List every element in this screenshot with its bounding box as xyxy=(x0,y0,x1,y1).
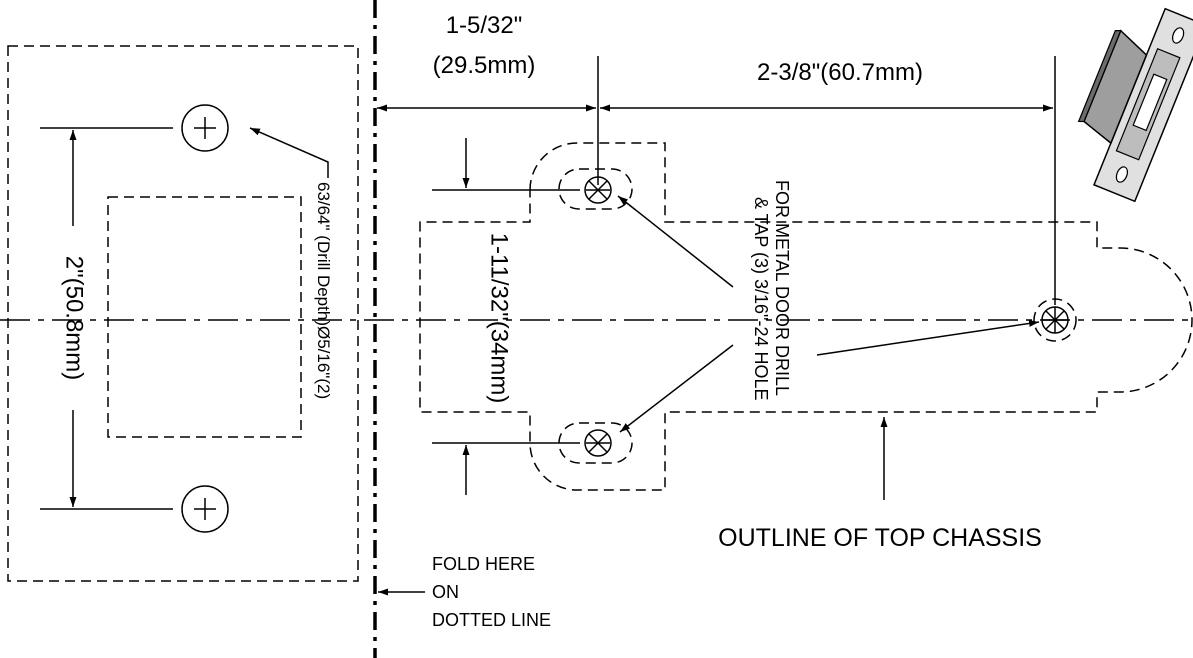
drill-depth-leader xyxy=(249,127,329,178)
hole-spacing-dimension: 1-11/32"(34mm) xyxy=(486,233,513,404)
backset-dimension-lower: (29.5mm) xyxy=(433,52,536,79)
latch-illustration xyxy=(1077,7,1193,203)
latch-slot-top xyxy=(558,168,633,210)
drill-depth-note: 63/64" (Drill Depth)Ø5/16"(2) xyxy=(314,182,333,399)
metal-door-note-line2: & TAP (3) 3/16"-24 HOLE xyxy=(751,197,771,400)
latch-slot-bottom xyxy=(558,422,633,464)
strike-inner-box xyxy=(107,196,302,438)
chassis-drill-hole xyxy=(1033,298,1077,342)
strike-outline xyxy=(7,45,359,582)
metal-door-leader-bottom xyxy=(619,344,734,433)
backset-dimension-upper: 1-5/32" xyxy=(446,12,523,39)
outline-of-top-chassis-label: OUTLINE OF TOP CHASSIS xyxy=(718,524,1042,552)
fold-note-line1: FOLD HERE xyxy=(432,554,535,574)
chassis-length-dimension: 2-3/8"(60.7mm) xyxy=(757,59,923,86)
metal-door-leader-top xyxy=(617,195,734,288)
latch-plate-outline xyxy=(419,142,1193,491)
metal-door-note-line1: FOR METAL DOOR DRILL xyxy=(772,180,792,396)
strike-height-dimension: 2"(50.8mm) xyxy=(61,256,88,381)
fold-note-line2: ON xyxy=(432,582,459,602)
strike-screw-hole-bottom xyxy=(181,485,229,533)
metal-door-leader-chassis xyxy=(816,320,1040,356)
strike-screw-hole-top xyxy=(181,104,229,152)
fold-note-line3: DOTTED LINE xyxy=(432,610,551,630)
